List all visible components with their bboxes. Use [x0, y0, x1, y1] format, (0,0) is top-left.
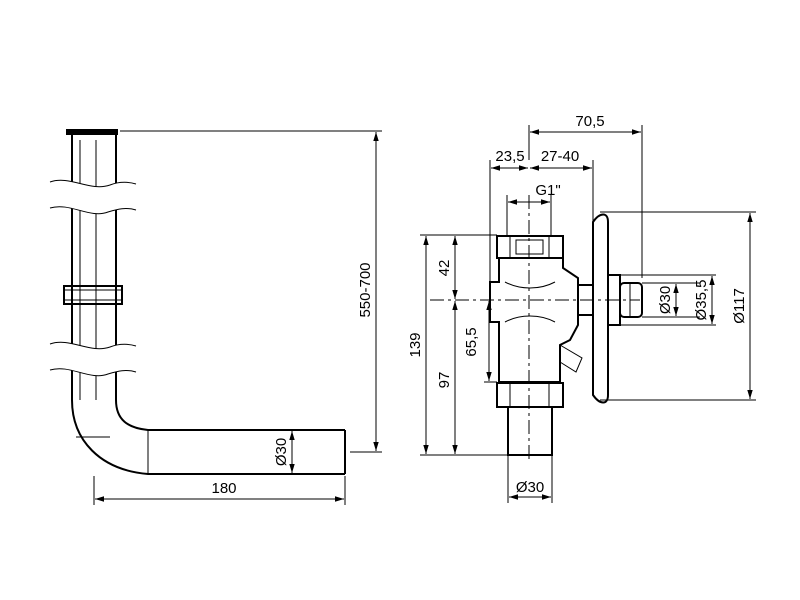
dim-label-550-700: 550-700 [357, 262, 374, 317]
dim-label-97: 97 [436, 372, 453, 389]
dim-label-button-diameter: Ø30 [657, 286, 674, 314]
dim-horizontal-length: 180 [93, 476, 346, 505]
valve-rosette [592, 213, 609, 404]
pipe-break-lower [49, 341, 137, 377]
valve-button [607, 274, 643, 326]
pipe-coupling [63, 285, 123, 305]
dim-label-g1: G1" [535, 182, 560, 199]
pipe-top-cap [66, 129, 118, 135]
dim-label-rosette-diameter: Ø117 [731, 288, 748, 324]
dim-valve-depth: 70,5 [528, 113, 643, 278]
dim-label-27-40: 27-40 [541, 148, 579, 165]
dim-pipe-length: 550-700 [120, 130, 382, 453]
dim-label-180: 180 [211, 480, 236, 497]
dim-label-65-5: 65,5 [463, 327, 480, 356]
dim-label-42: 42 [436, 260, 453, 277]
valve-outlet [507, 406, 553, 456]
dim-rosette-diameter: Ø117 [600, 211, 756, 401]
dim-label-70-5: 70,5 [575, 113, 604, 130]
dim-label-23-5: 23,5 [495, 148, 524, 165]
valve-view: 70,5 23,5 27-40 G1" 139 42 97 [407, 113, 756, 503]
dim-button-diameters: Ø30 Ø35,5 [620, 274, 716, 326]
dim-pipe-diameter: Ø30 [273, 431, 295, 473]
pipe-break-upper [49, 179, 137, 215]
valve-top-nut [496, 235, 564, 259]
dim-outlet-diameter: Ø30 [507, 455, 553, 503]
dim-label-pipe-diameter: Ø30 [273, 438, 290, 466]
dim-valve-offsets: 23,5 27-40 [489, 148, 594, 282]
flush-pipe-view: 550-700 Ø30 180 [49, 129, 382, 505]
dim-thread: G1" [506, 182, 561, 236]
valve-bottom-nut [496, 382, 564, 408]
dim-valve-heights: 139 42 97 65,5 [407, 234, 508, 456]
dim-label-ring-diameter: Ø35,5 [693, 280, 710, 321]
dim-label-139: 139 [407, 332, 424, 357]
dim-label-outlet-diameter: Ø30 [516, 479, 544, 496]
